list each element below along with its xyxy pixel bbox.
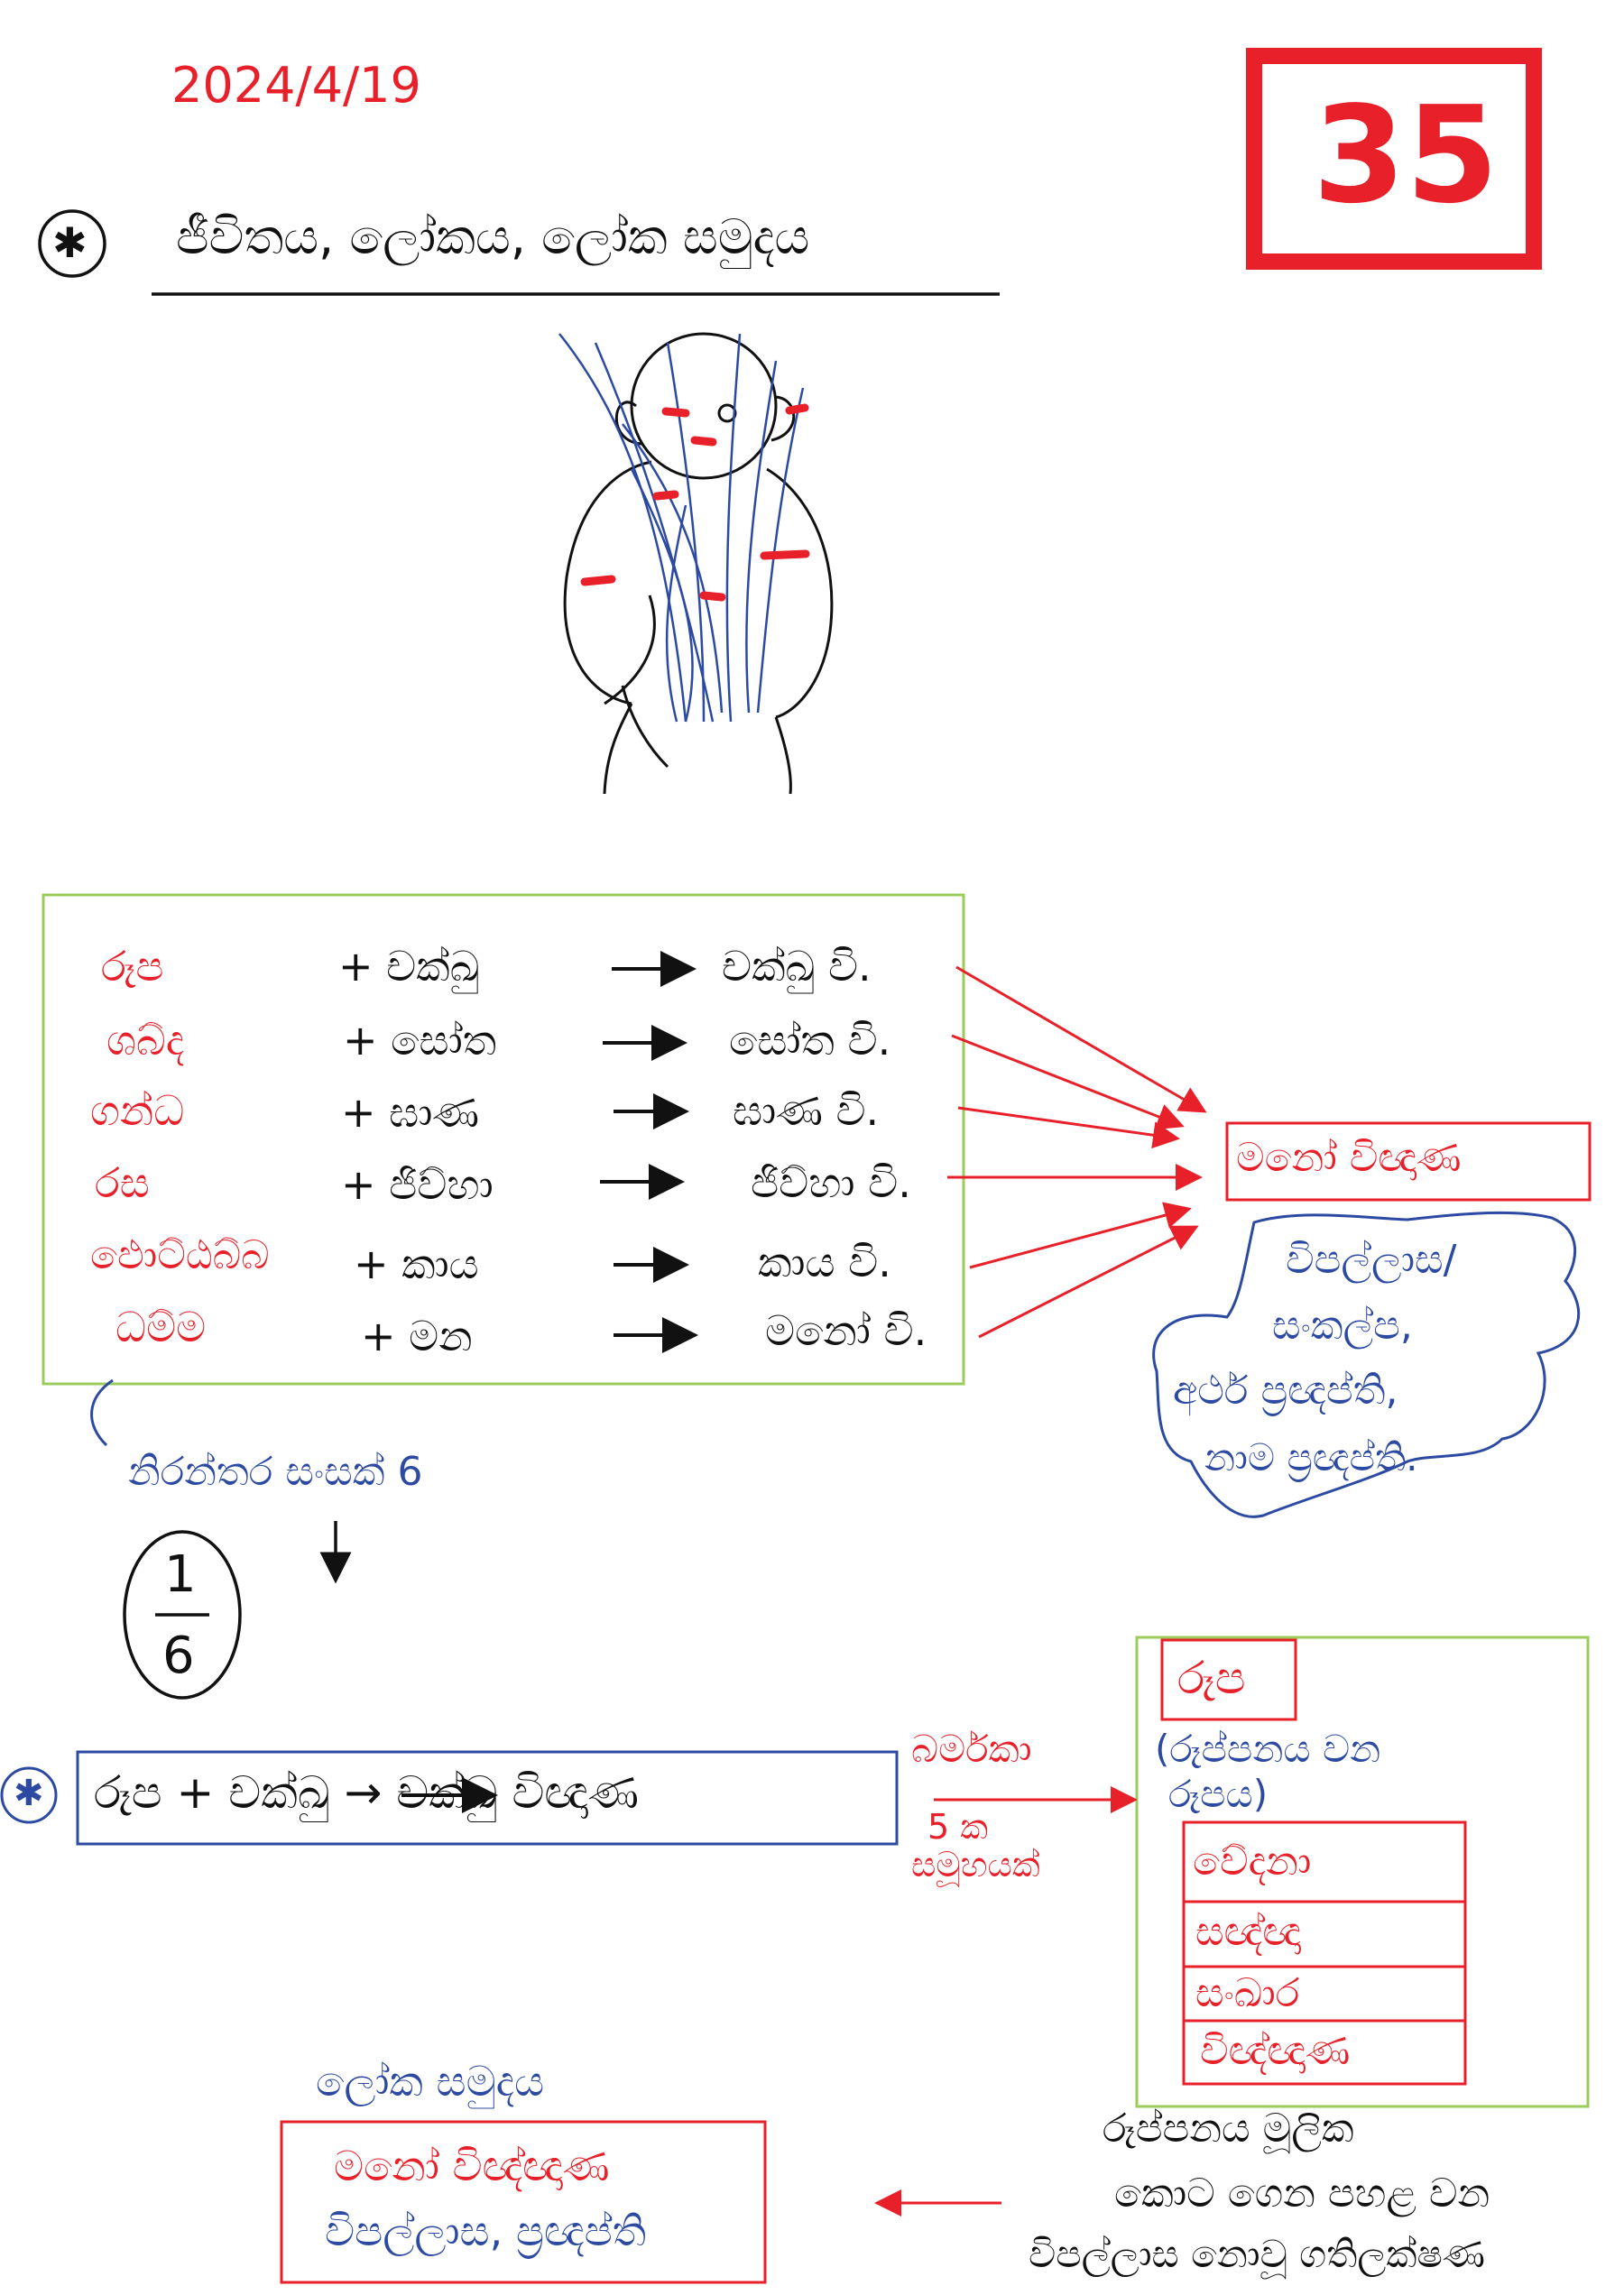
nerve-lines [558,333,805,723]
sense-label: + ජිව්හා [341,1160,494,1209]
bottom-note-line2: කොට ගෙන පහළ වන [1114,2171,1490,2217]
page-title: ජීවිතය, ලෝකය, ලෝක සමුදය [176,208,810,265]
eye-box-text: රූප + චක්ඛු → චක්ඛු විඥාණ [94,1766,640,1819]
object-label: ඵොට්ඨබ්බ [90,1232,270,1278]
result-label: ඝාණ වි. [733,1086,880,1135]
aggregate-item: වේදනා [1193,1839,1312,1885]
fraction-ellipse [123,1530,242,1700]
to-mano-arrows [947,965,1207,1339]
star-icon: ✱ [14,1773,44,1814]
object-label: රස [95,1158,150,1207]
result-label: මනෝ වි. [765,1306,927,1355]
date-label: 2024/4/19 [171,57,421,114]
bracket-arc [90,1378,114,1447]
mano-label: මනෝ විඥාණ [1236,1135,1462,1181]
fraction-numerator: 1 [164,1545,197,1604]
result-label: කාය වි. [758,1238,891,1286]
object-label: ගන්ධ [90,1086,185,1135]
mano-box [1225,1121,1592,1202]
aggregate-item: සංඛාර [1195,1970,1300,2016]
sense-label: + සෝත [343,1016,497,1065]
loka-box [280,2120,767,2284]
aggregate-label-line1: බර්මකා [911,1727,1032,1771]
aggregate-label-line2: 5 ක [927,1807,989,1847]
eye-star-circle [0,1766,58,1824]
rupa-title-box [1160,1638,1297,1721]
cloud-line: සංකල්ප, [1272,1303,1413,1349]
rupa-title: රූප [1177,1652,1246,1704]
sense-marks [580,403,810,602]
aggregate-item: විඥ්ඥාණ [1200,2028,1351,2074]
loka-heading: ලෝක සමුදය [316,2057,545,2106]
bottom-note-line1: රූප්පනය මූලික [1103,2106,1354,2152]
fraction-denominator: 6 [162,1627,195,1685]
sense-label: + මන [361,1312,473,1360]
star-icon: ✱ [52,218,88,267]
mapping-arrows [600,951,698,1353]
sense-label: + ඝාණ [341,1088,480,1137]
loka-line2: විපල්ලාස, ප්‍රඥප්ති [325,2207,647,2255]
rupa-note-line1: (රූප්පනය වන [1155,1727,1381,1771]
cloud-line: අර්ථ ප්‍රඥප්ති, [1173,1368,1398,1414]
title-star-circle [38,209,106,278]
page-number: 35 [1313,78,1499,233]
eye-box [76,1750,899,1846]
page-number-box [1246,48,1542,270]
human-figure [563,332,834,795]
aggregates-list-box [1182,1820,1467,2086]
sense-label: + කාය [354,1240,479,1288]
bottom-note-line3: විපල්ලාස නොවූ ගතිලක්ෂණ [1029,2232,1486,2276]
salayatana-label: නිරන්තර සංසක් 6 [128,1449,423,1495]
cloud-line: නාම ප්‍රඥප්ති. [1204,1435,1418,1479]
result-label: සෝත වි. [729,1016,891,1065]
rupa-note-line2: රූපය) [1168,1772,1269,1816]
aggregate-label-line3: සමූහයක් [911,1845,1040,1885]
mapping-box [42,893,965,1386]
cloud-shape [1152,1211,1581,1518]
cloud-line: විපල්ලාස/ [1286,1237,1457,1283]
aggregate-item: සඥ්ඥා [1195,1909,1301,1955]
object-label: ධම්ම [115,1303,207,1351]
sense-label: + චක්ඛු [338,942,480,991]
aggregates-box [1135,1636,1590,2108]
result-label: ජිව්හා වි. [751,1158,911,1207]
object-label: ශබ්ද [106,1016,185,1065]
object-label: රූප [101,942,164,991]
result-label: චක්ඛු වි. [722,942,872,991]
loka-line1: මනෝ විඥ්ඥාණ [334,2142,610,2190]
